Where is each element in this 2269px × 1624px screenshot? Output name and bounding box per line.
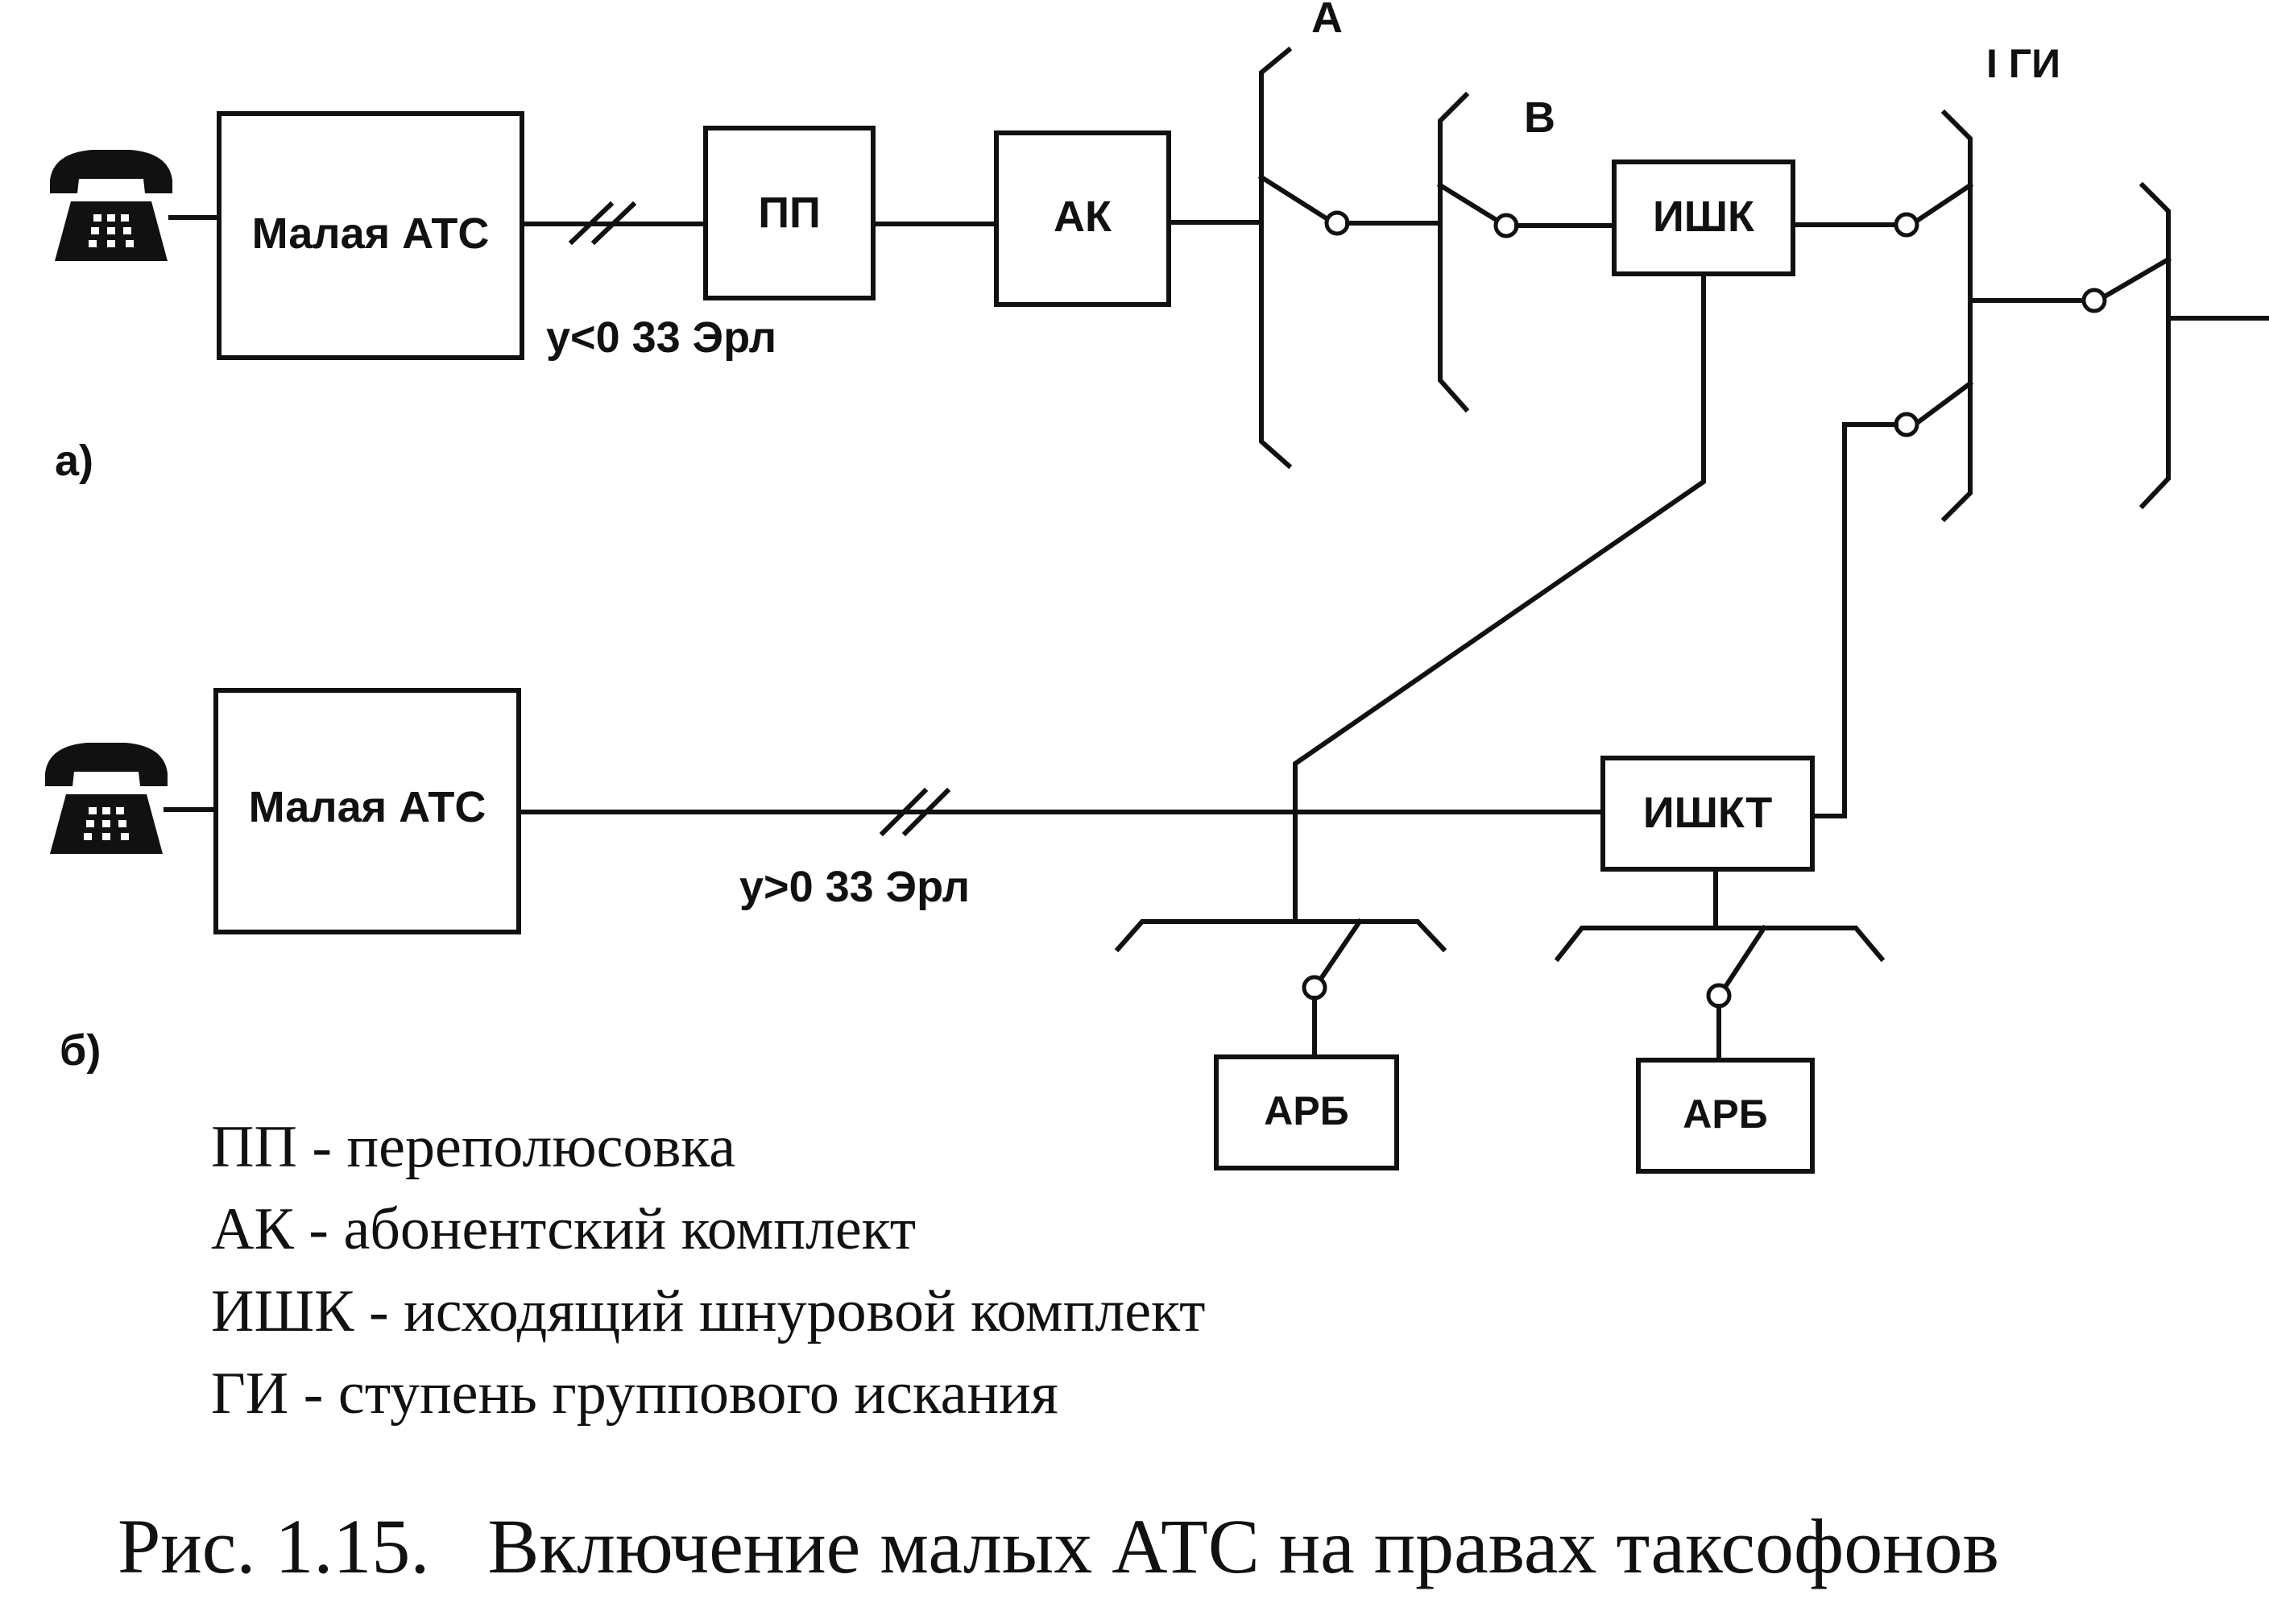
ak-block: АК (994, 130, 1171, 307)
switch-stage-a: А (1257, 0, 1443, 470)
pp-label: ПП (758, 188, 821, 237)
arb-block-1: АРБ (1214, 1054, 1399, 1170)
legend-item-pp: ПП - переполюсовка (211, 1114, 735, 1180)
arb-switch-field-1 (1114, 918, 1447, 1059)
figure-caption: Рис. 1.15. Включение малых АТС на правах… (118, 1503, 1999, 1589)
ishkt-block: ИШКТ (1600, 756, 1815, 872)
legend: ПП - переполюсовка АК - абонентский комп… (211, 1114, 1205, 1427)
legend-item-gi: ГИ - ступень группового искания (211, 1361, 1058, 1427)
small-exchange-b: Малая АТС (213, 688, 521, 934)
circuit-b: Малая АТС y>0 33 Эрл ИШКТ АРБ (45, 271, 1898, 1174)
line-slash-marks (568, 201, 637, 246)
pp-block: ПП (703, 126, 876, 300)
switch-stage-next (2139, 181, 2269, 510)
small-exchange-a-label: Малая АТС (252, 209, 490, 258)
stage-gi-label: I ГИ (1986, 41, 2060, 86)
arb-2-label: АРБ (1683, 1092, 1767, 1137)
arb-1-label: АРБ (1264, 1088, 1348, 1133)
telephone-icon (50, 150, 172, 261)
switch-stage-b: В (1436, 91, 1617, 413)
ishk-label: ИШК (1653, 193, 1755, 241)
circuit-a: Малая АТС y<0 33 Эрл ПП АК А (50, 0, 2269, 523)
legend-item-ishk: ИШК - исходящий шнуровой комплект (211, 1278, 1205, 1344)
arb-block-2: АРБ (1636, 1058, 1815, 1174)
legend-item-ak: АК - абонентский комплект (211, 1196, 916, 1262)
telephone-icon (45, 743, 168, 854)
load-label-a: y<0 33 Эрл (546, 313, 776, 362)
stage-a-label: А (1311, 0, 1343, 42)
ishkt-label: ИШКТ (1643, 789, 1772, 837)
line-slash-marks (879, 787, 951, 837)
arb-switch-field-2 (1554, 867, 1886, 1063)
switch-stage-gi: I ГИ (1894, 41, 2172, 523)
stage-b-label: В (1524, 93, 1555, 142)
circuit-b-marker: б) (60, 1026, 101, 1075)
ishk-block: ИШК (1612, 160, 1795, 276)
small-exchange-a: Малая АТС (217, 111, 524, 360)
ak-label: АК (1054, 193, 1112, 241)
circuit-a-marker: а) (55, 437, 93, 485)
load-label-b: y>0 33 Эрл (739, 863, 970, 911)
small-exchange-b-label: Малая АТС (249, 783, 487, 831)
